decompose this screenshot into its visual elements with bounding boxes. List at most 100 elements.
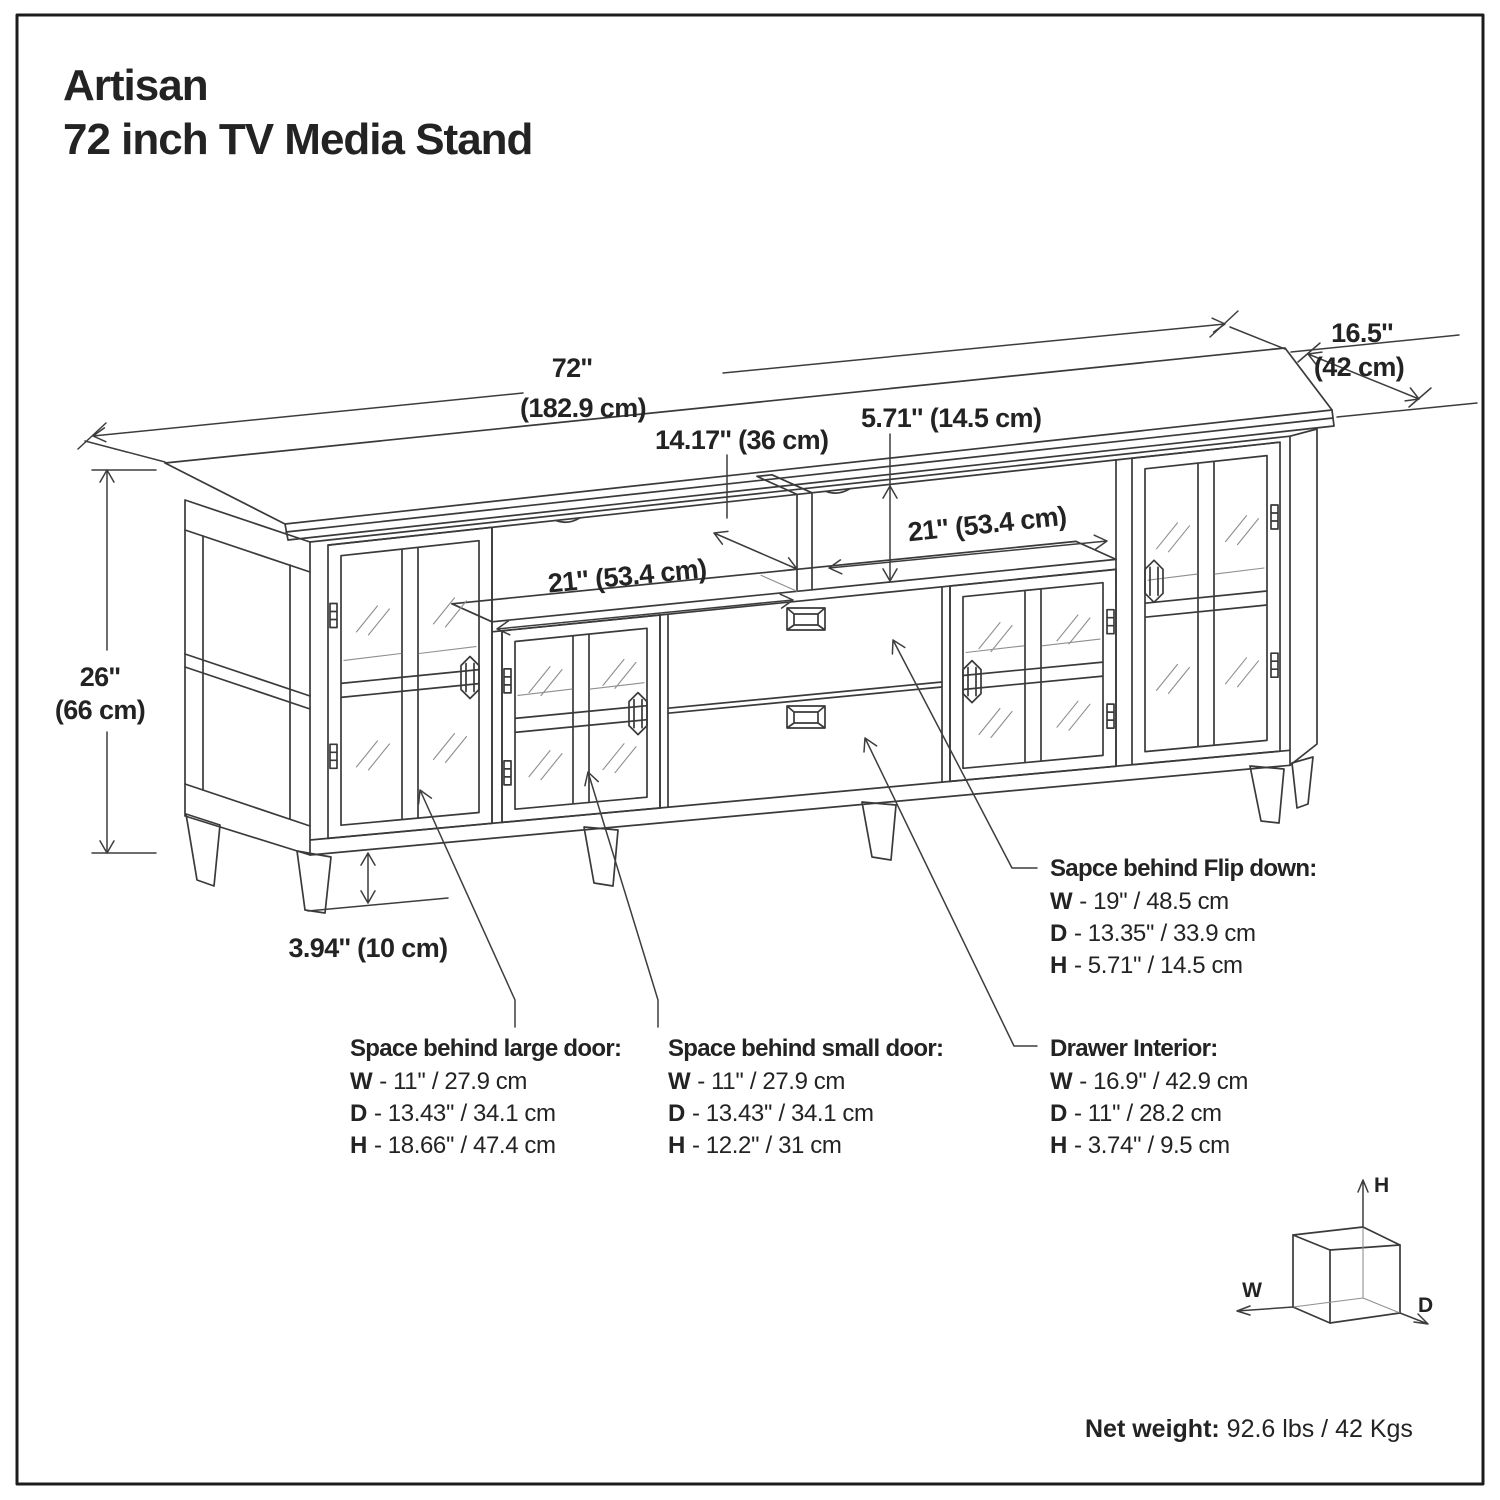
dim-shelf-width-left: 21'' (53.4 cm) [547, 553, 708, 598]
dim-shelf-height: 5.71'' (14.5 cm) [861, 403, 1041, 433]
cabinet-line-art [77, 310, 1478, 1047]
dim-height-cm: (66 cm) [55, 695, 145, 725]
line [1131, 441, 1281, 766]
line [503, 760, 512, 786]
line [460, 655, 480, 700]
callout-flip-heading: Sapce behind Flip down: [1050, 855, 1317, 882]
line [99, 469, 115, 854]
line [962, 659, 982, 704]
dim-width-in: 72'' [552, 353, 593, 383]
line [1289, 428, 1318, 767]
line [828, 534, 1108, 575]
line [941, 585, 951, 784]
line [451, 540, 1117, 623]
line [1270, 504, 1279, 530]
callout-flip-row: W- 19'' / 48.5 cm [1050, 888, 1229, 915]
axis-label-d: D [1418, 1294, 1433, 1317]
callout-large-door-row: H- 18.66'' / 47.4 cm [350, 1132, 556, 1159]
callout-large-door-row: W- 11'' / 27.9 cm [350, 1068, 527, 1095]
dim-depth-cm: (42 cm) [1314, 352, 1404, 382]
line [760, 574, 798, 592]
line [307, 897, 449, 912]
line [491, 558, 1117, 623]
line [417, 789, 516, 1028]
line [583, 826, 619, 887]
line [1249, 765, 1285, 824]
line [360, 852, 376, 904]
line [284, 409, 1335, 541]
line [584, 771, 659, 1028]
page-border [15, 13, 1485, 1486]
callout-drawer-row: W- 16.9'' / 42.9 cm [1050, 1068, 1248, 1095]
line [825, 487, 851, 494]
line [1307, 351, 1420, 402]
dim-shelf-depth: 14.17'' (36 cm) [655, 425, 828, 455]
axis-cube-icon [1236, 1179, 1429, 1325]
dim-depth-in: 16.5'' [1331, 318, 1393, 348]
line [1270, 652, 1279, 679]
line [503, 668, 512, 694]
line [491, 526, 503, 825]
line [1147, 515, 1265, 694]
line [329, 743, 338, 770]
line [796, 491, 813, 593]
product-title-line2: 72 inch TV Media Stand [63, 115, 532, 164]
line [1144, 559, 1164, 604]
line [1290, 334, 1478, 418]
line [667, 681, 943, 715]
line [756, 473, 813, 496]
line [863, 737, 1038, 1047]
line [659, 613, 669, 809]
line [329, 602, 338, 629]
callout-drawer-row: H- 3.74'' / 9.5 cm [1050, 1132, 1230, 1159]
line [949, 568, 1117, 783]
line [861, 801, 897, 861]
dim-shelf-width-right: 21'' (53.4 cm) [906, 501, 1067, 547]
line [496, 593, 794, 636]
line [1106, 703, 1115, 729]
line [786, 705, 826, 729]
axis-label-w: W [1242, 1279, 1262, 1302]
line [882, 485, 898, 582]
line [84, 326, 1286, 463]
axis-label-h: H [1374, 1174, 1389, 1197]
line [343, 597, 477, 771]
line [77, 310, 1239, 450]
line [184, 529, 311, 827]
line [891, 639, 1038, 869]
dim-height-in: 26'' [80, 662, 121, 692]
callout-drawer-row: D- 11'' / 28.2 cm [1050, 1100, 1222, 1127]
line [1106, 608, 1115, 635]
callout-flip-row: D- 13.35'' / 33.9 cm [1050, 920, 1256, 947]
product-title-line1: Artisan [63, 61, 208, 110]
callout-drawer-heading: Drawer Interior: [1050, 1035, 1218, 1062]
line [451, 540, 1077, 605]
line [309, 435, 1291, 856]
line [501, 614, 661, 824]
line [713, 530, 798, 572]
callout-small-door-row: W- 11'' / 27.9 cm [668, 1068, 845, 1095]
line [786, 607, 826, 631]
callout-flip-row: H- 5.71'' / 14.5 cm [1050, 952, 1243, 979]
line [327, 526, 493, 840]
dim-leg-height: 3.94'' (10 cm) [288, 933, 447, 963]
line [296, 850, 332, 914]
line [202, 535, 291, 820]
dim-width-cm: (182.9 cm) [520, 393, 646, 423]
callout-small-door-row: H- 12.2'' / 31 cm [668, 1132, 841, 1159]
line [92, 317, 1226, 443]
line [1291, 756, 1314, 809]
line [91, 469, 157, 854]
line [184, 499, 311, 856]
line [517, 658, 645, 781]
callout-small-door-row: D- 13.43'' / 34.1 cm [668, 1100, 874, 1127]
line [628, 691, 648, 736]
line [965, 614, 1101, 739]
line [185, 813, 221, 887]
line [1297, 342, 1432, 408]
line [555, 516, 581, 524]
callout-large-door-heading: Space behind large door: [350, 1035, 621, 1062]
callout-large-door-row: D- 13.43'' / 34.1 cm [350, 1100, 556, 1127]
